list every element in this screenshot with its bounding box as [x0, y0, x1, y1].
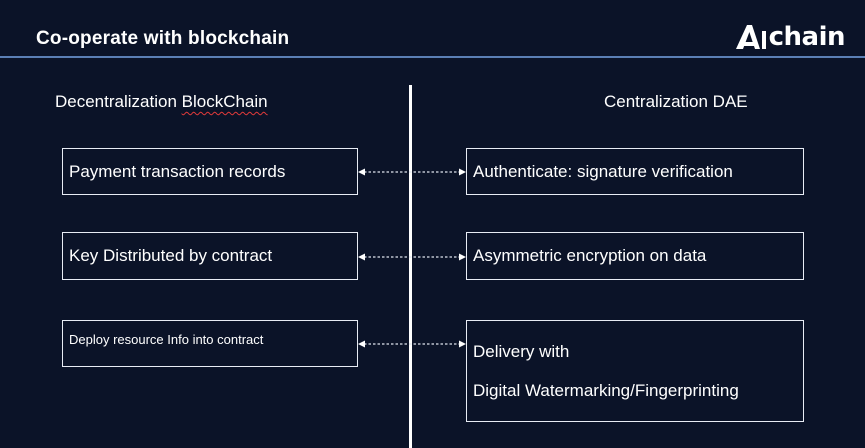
- connector-arrow-row-1: [358, 167, 466, 177]
- box-label: Payment transaction records: [69, 161, 286, 181]
- box-deploy-resource: Deploy resource Info into contract: [62, 320, 358, 367]
- brand-logo: chain: [735, 22, 846, 52]
- box-label: Deploy resource Info into contract: [69, 332, 264, 347]
- box-delivery-watermarking: Delivery with Digital Watermarking/Finge…: [466, 320, 804, 422]
- box-payment-records: Payment transaction records: [62, 148, 358, 195]
- left-heading-text: Decentralization: [55, 92, 182, 111]
- spellcheck-marked-word: BlockChain: [181, 92, 268, 111]
- box-authenticate: Authenticate: signature verification: [466, 148, 804, 195]
- box-asymmetric-encryption: Asymmetric encryption on data: [466, 232, 804, 280]
- connector-arrow-row-3: [358, 339, 466, 349]
- ai-logo-icon: [735, 25, 766, 49]
- logo-wordmark: chain: [768, 22, 846, 52]
- right-column-heading: Centralization DAE: [604, 92, 748, 111]
- box-label-line-1: Delivery with: [473, 342, 570, 361]
- header-divider: [0, 56, 865, 58]
- center-divider: [409, 85, 412, 448]
- box-key-distributed: Key Distributed by contract: [62, 232, 358, 280]
- left-column-heading: Decentralization BlockChain: [55, 92, 268, 112]
- box-label: Authenticate: signature verification: [473, 161, 733, 181]
- connector-arrow-row-2: [358, 252, 466, 262]
- box-label: Key Distributed by contract: [69, 246, 273, 265]
- slide-title: Co-operate with blockchain: [36, 28, 290, 49]
- box-label: Asymmetric encryption on data: [473, 246, 707, 265]
- box-label-line-2: Digital Watermarking/Fingerprinting: [473, 381, 739, 400]
